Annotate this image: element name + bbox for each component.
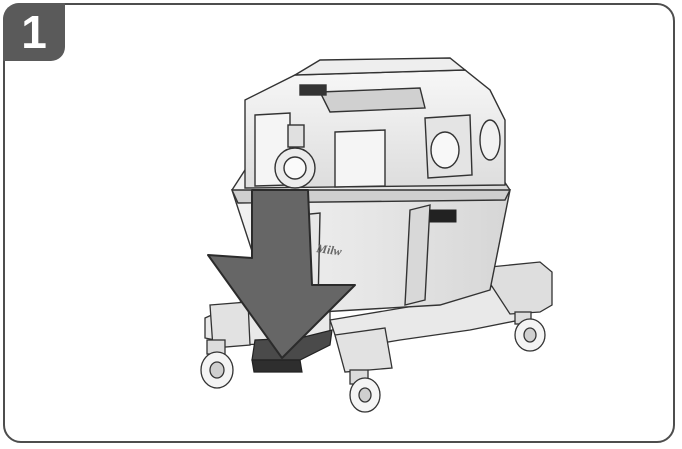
svg-text:Milw: Milw	[315, 241, 344, 259]
caster-wheel-front-center	[349, 369, 381, 413]
tank-latch	[429, 209, 457, 223]
power-head	[244, 57, 506, 189]
step-number-badge: 1	[3, 3, 65, 61]
press-down-arrow-icon	[207, 189, 356, 359]
caster-wheel-rear-right	[514, 311, 546, 352]
caster-wheel-front-left	[200, 339, 234, 389]
